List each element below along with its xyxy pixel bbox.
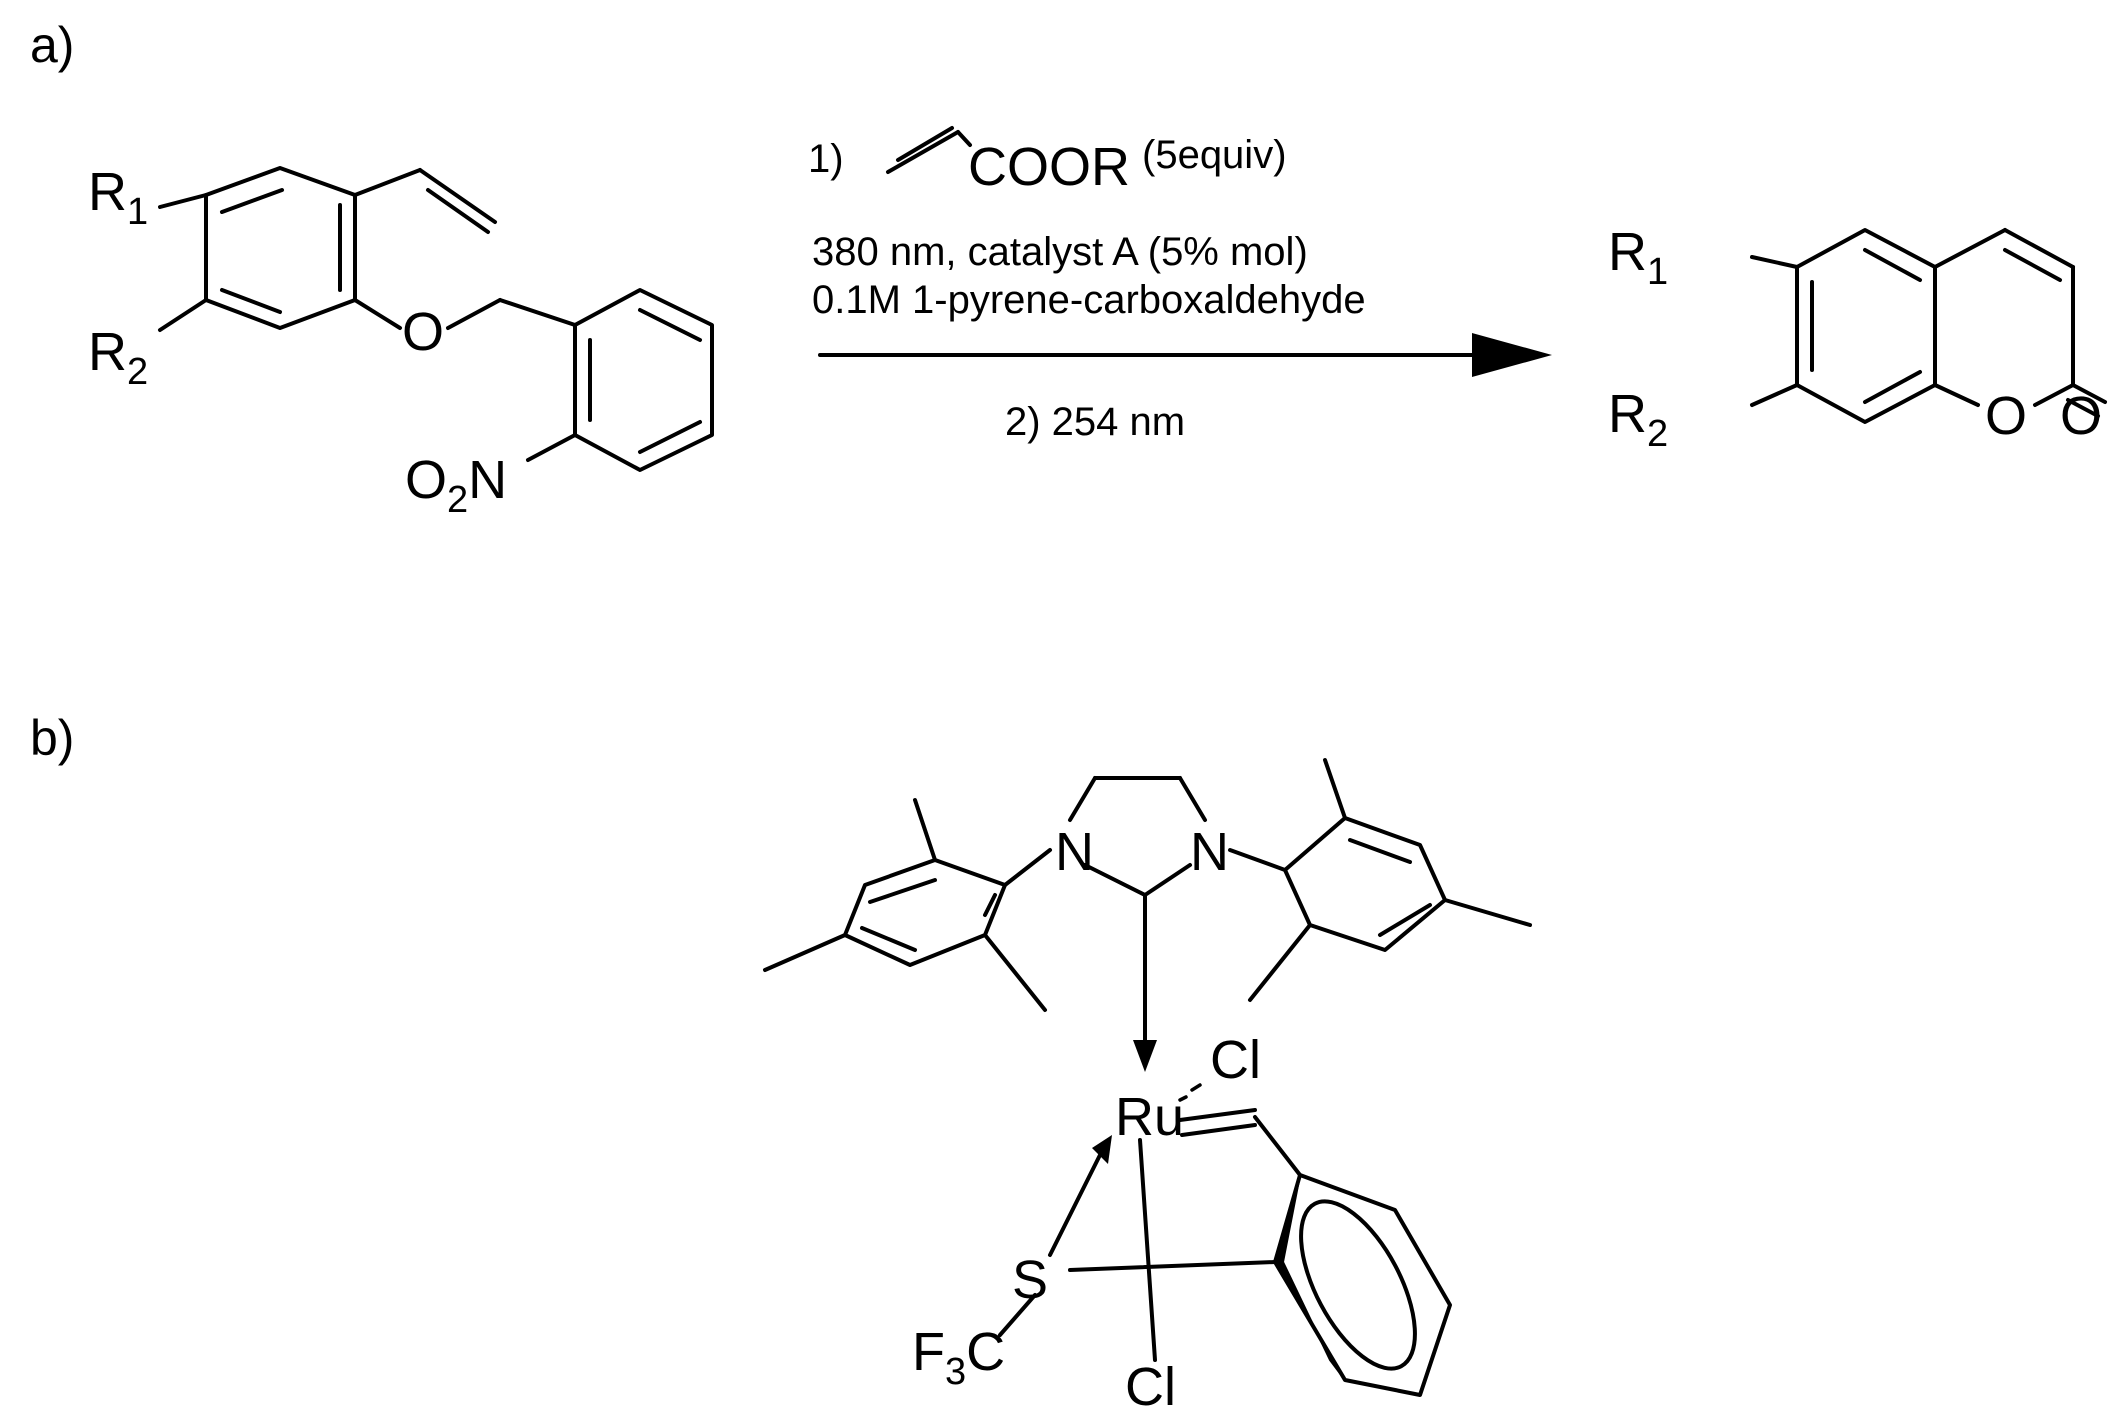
benzylidene-ring [1273, 1173, 1452, 1397]
reaction-conditions: 1) COOR (5equiv) 380 nm, catalyst A (5% … [808, 126, 1552, 444]
product-structure: R1 R2 O O [1608, 222, 2107, 455]
equiv-label: (5equiv) [1142, 133, 1287, 177]
reactant-nitro-group: O2N [405, 450, 507, 521]
product-lactone-ring [1933, 228, 2075, 407]
chloride-top-label: Cl [1210, 1030, 1261, 1090]
s-cf3-bond [998, 1293, 1037, 1337]
nhc-left-nitrogen: N [1055, 822, 1094, 882]
left-mesityl-ring [763, 798, 1052, 1012]
ether-bond-2 [446, 298, 502, 330]
acrylate-label: COOR [968, 137, 1130, 197]
ru-cl-bottom-bond [1138, 1138, 1157, 1362]
ether-bond-3 [498, 298, 577, 327]
sulfur-label: S [1012, 1250, 1048, 1310]
ruthenium-label: Ru [1115, 1087, 1184, 1147]
ru-alkylidene-bond [1178, 1108, 1302, 1177]
s-ru-dative-bond [1048, 1153, 1102, 1257]
product-carbonyl-bond [2066, 383, 2107, 418]
s-aryl-bond [1068, 1260, 1277, 1272]
product-r2-label: R2 [1608, 384, 1668, 455]
nhc-right-nitrogen: N [1190, 822, 1229, 882]
reactant-ring-b [573, 288, 714, 472]
product-r2-bond [1750, 383, 1799, 407]
right-mesityl-ring [1228, 758, 1532, 1002]
condition-line-1: 380 nm, catalyst A (5% mol) [812, 230, 1308, 274]
panel-label-b: b) [30, 710, 74, 766]
product-ring-oxygen: O [1985, 386, 2027, 446]
reaction-arrow-head [1472, 333, 1552, 377]
acrylate-vinyl-bond [886, 126, 972, 174]
r1-bond [158, 193, 208, 209]
reactant-r2-label: R2 [88, 322, 148, 393]
product-carbonyl-oxygen: O [2060, 386, 2102, 446]
reactant-structure: R1 R2 O O2N [88, 162, 714, 521]
reactant-ring-a [204, 166, 357, 330]
reactant-vinyl-bond [353, 168, 497, 234]
ether-bond-1 [353, 298, 402, 330]
product-r1-bond [1750, 255, 1799, 269]
r2-bond [158, 298, 208, 332]
reactant-r1-label: R1 [88, 162, 148, 233]
condition-step-2: 2) 254 nm [1005, 400, 1185, 444]
panel-label-a: a) [30, 17, 74, 73]
product-r1-label: R1 [1608, 222, 1668, 293]
ru-cl-hashed-bond [1178, 1083, 1202, 1102]
product-benzo-ring [1795, 228, 1937, 424]
nhc-dative-arrowhead [1133, 1040, 1157, 1072]
reactant-ether-oxygen: O [402, 302, 444, 362]
chloride-bottom-label: Cl [1125, 1357, 1176, 1417]
s-ru-arrowhead [1092, 1135, 1112, 1164]
nitro-bond [526, 433, 577, 462]
nhc-ring [1068, 776, 1207, 897]
condition-line-2: 0.1M 1-pyrene-carboxaldehyde [812, 278, 1366, 322]
step1-number: 1) [808, 137, 844, 181]
trifluoromethyl-label: F3C [912, 1322, 1005, 1393]
catalyst-structure: N N Ru Cl Cl S F3C [763, 758, 1532, 1417]
